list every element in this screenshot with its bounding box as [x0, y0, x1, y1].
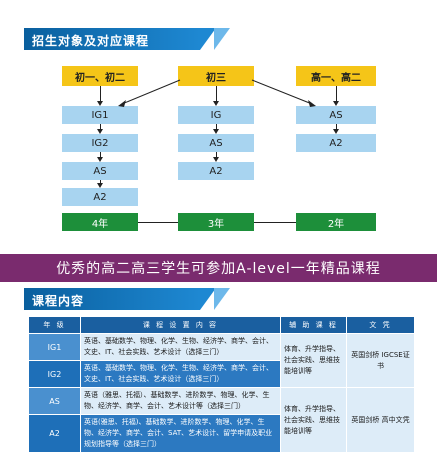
course-table: 年 级 课 程 设 置 内 容 辅 助 课 程 文 凭 IG1 英语、基础数学、…	[28, 316, 415, 453]
arrow-down-icon	[213, 101, 219, 106]
table-row: IG2 英语、基础数学、物理、化学、生物、经济学、商学、会计、文史、IT、社会实…	[28, 360, 415, 388]
section-title-enrollment: 招生对象及对应课程	[32, 34, 150, 48]
connector-line	[100, 124, 101, 129]
header-cert: 文 凭	[346, 316, 415, 334]
connector-line	[216, 86, 217, 101]
arrow-down-icon	[97, 101, 103, 106]
content-cell: 英语、基础数学、物理、化学、生物、经济学、商学、会计、文史、IT、社会实践、艺术…	[80, 360, 281, 388]
table-header-row: 年 级 课 程 设 置 内 容 辅 助 课 程 文 凭	[28, 316, 415, 334]
connector-line	[100, 152, 101, 157]
duration-3yr: 3年	[178, 213, 254, 231]
table-row: A2 英语(雅思、托福)、基础数学、进阶数学、物理、化学、生物、经济学、商学、会…	[28, 414, 415, 453]
aux-cell: 体育、升学指导、社会实践、思维技能培训等	[280, 387, 347, 453]
header-aux: 辅 助 课 程	[280, 316, 347, 334]
table-row: AS 英语（雅思、托福）、基础数学、进阶数学、物理、化学、生物、经济学、商学、会…	[28, 387, 415, 453]
table-row: IG1 英语、基础数学、物理、化学、生物、经济学、商学、会计、文史、IT、社会实…	[28, 333, 415, 388]
course-box-as-1: AS	[62, 162, 138, 180]
section-banner-courses: 课程内容	[24, 288, 244, 310]
diagonal-connectors	[118, 79, 316, 107]
level-cell: IG2	[28, 360, 81, 388]
connector-line	[100, 86, 101, 101]
level-cell: AS	[28, 387, 81, 415]
arrow-down-icon	[97, 129, 103, 134]
connector-line	[100, 180, 101, 183]
cert-cell: 英国剑桥 高中文凭	[346, 387, 415, 453]
course-box-ig2: IG2	[62, 134, 138, 152]
arrow-down-icon	[97, 183, 103, 188]
duration-4yr: 4年	[62, 213, 138, 231]
section-banner-enrollment: 招生对象及对应课程	[24, 28, 244, 50]
course-box-a2-1: A2	[62, 188, 138, 206]
arrow-down-icon	[213, 129, 219, 134]
duration-2yr: 2年	[296, 213, 376, 231]
course-box-ig: IG	[178, 106, 254, 124]
level-cell: IG1	[28, 333, 81, 361]
connector-line	[216, 124, 217, 129]
group-label-junior3: 初三	[178, 66, 254, 86]
arrow-down-icon	[97, 157, 103, 162]
content-cell: 英语(雅思、托福)、基础数学、进阶数学、物理、化学、生物、经济学、商学、会计、S…	[80, 414, 281, 453]
arrow-down-icon	[333, 129, 339, 134]
course-box-ig1: IG1	[62, 106, 138, 124]
content-cell: 英语、基础数学、物理、化学、生物、经济学、商学、会计、文史、IT、社会实践、艺术…	[80, 333, 281, 361]
course-box-a2-3: A2	[296, 134, 376, 152]
course-box-as-2: AS	[178, 134, 254, 152]
level-cell: A2	[28, 414, 81, 453]
arrow-down-icon	[333, 101, 339, 106]
group-label-senior12: 高一、高二	[296, 66, 376, 86]
group-label-junior12: 初一、初二	[62, 66, 138, 86]
cert-cell: 英国剑桥 IGCSE证书	[346, 333, 415, 388]
alevel-promo-banner: 优秀的高二高三学生可参加A-level一年精品课程	[0, 254, 437, 282]
connector-line	[336, 124, 337, 129]
header-level: 年 级	[28, 316, 81, 334]
connector-line	[336, 86, 337, 101]
aux-cell: 体育、升学指导、社会实践、思维技能培训等	[280, 333, 347, 388]
arrow-down-icon	[213, 157, 219, 162]
course-box-a2-2: A2	[178, 162, 254, 180]
course-box-as-3: AS	[296, 106, 376, 124]
content-cell: 英语（雅思、托福）、基础数学、进阶数学、物理、化学、生物、经济学、商学、会计、艺…	[80, 387, 281, 415]
header-content: 课 程 设 置 内 容	[80, 316, 281, 334]
connector-line	[216, 152, 217, 157]
section-title-courses: 课程内容	[32, 294, 85, 308]
